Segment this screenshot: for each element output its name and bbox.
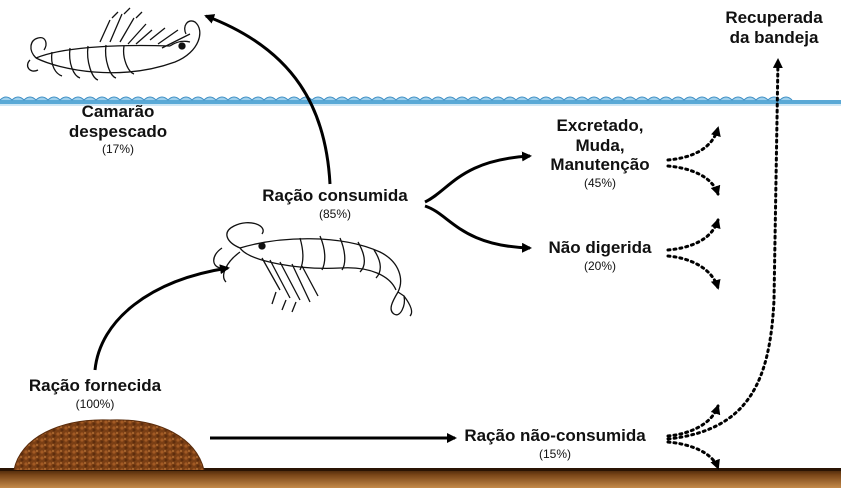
dotted-unconsumed-up [666, 404, 721, 438]
dotted-undigested-up [666, 218, 721, 252]
dotted-undigested-down [666, 254, 721, 290]
supplied-percent: (100%) [75, 396, 115, 411]
arrow-consumed-to-undigested [424, 204, 532, 253]
supplied-label: Ração fornecida (100%) [10, 376, 180, 411]
harvested-label: Camarão despescado (17%) [48, 102, 188, 157]
unconsumed-percent: (15%) [538, 446, 571, 461]
water-surface [0, 96, 841, 106]
shrimp-icon [213, 222, 413, 317]
harvested-percent: (17%) [101, 142, 134, 157]
recovered-title-line2: da bandeja [729, 27, 819, 47]
harvested-shrimp-icon [26, 7, 201, 81]
supplied-title: Ração fornecida [28, 376, 162, 395]
dotted-unconsumed-to-recovered [666, 58, 783, 441]
harvested-title-line2: despescado [68, 121, 168, 141]
arrow-consumed-to-excreted [424, 151, 532, 204]
feed-pile-icon [13, 419, 205, 471]
dotted-unconsumed-down [666, 440, 720, 470]
dotted-excreted-up [666, 126, 721, 162]
excreted-title-line1: Excretado, [556, 116, 644, 135]
unconsumed-title: Ração não-consumida [464, 426, 646, 445]
recovered-title-line1: Recuperada [725, 8, 823, 27]
consumed-title: Ração consumida [262, 186, 408, 205]
undigested-percent: (20%) [583, 258, 616, 273]
consumed-label: Ração consumida (85%) [250, 186, 420, 221]
harvested-title-line1: Camarão [81, 102, 155, 121]
excreted-percent: (45%) [583, 175, 616, 190]
undigested-title: Não digerida [548, 238, 652, 257]
arrow-supplied-to-consumed [93, 264, 230, 371]
recovered-label: Recuperada da bandeja [712, 8, 836, 47]
pond-bottom [0, 468, 841, 488]
dotted-excreted-down [666, 164, 721, 196]
excreted-title-line3: Manutenção [550, 155, 650, 175]
solid-arrows [93, 14, 532, 443]
excreted-title-line2: Muda, [575, 135, 625, 155]
undigested-label: Não digerida (20%) [530, 238, 670, 273]
excreted-label: Excretado, Muda, Manutenção (45%) [530, 116, 670, 190]
consumed-percent: (85%) [318, 206, 351, 221]
arrow-consumed-to-harvested [204, 14, 332, 185]
dotted-arrows [666, 58, 783, 470]
unconsumed-label: Ração não-consumida (15%) [450, 426, 660, 461]
